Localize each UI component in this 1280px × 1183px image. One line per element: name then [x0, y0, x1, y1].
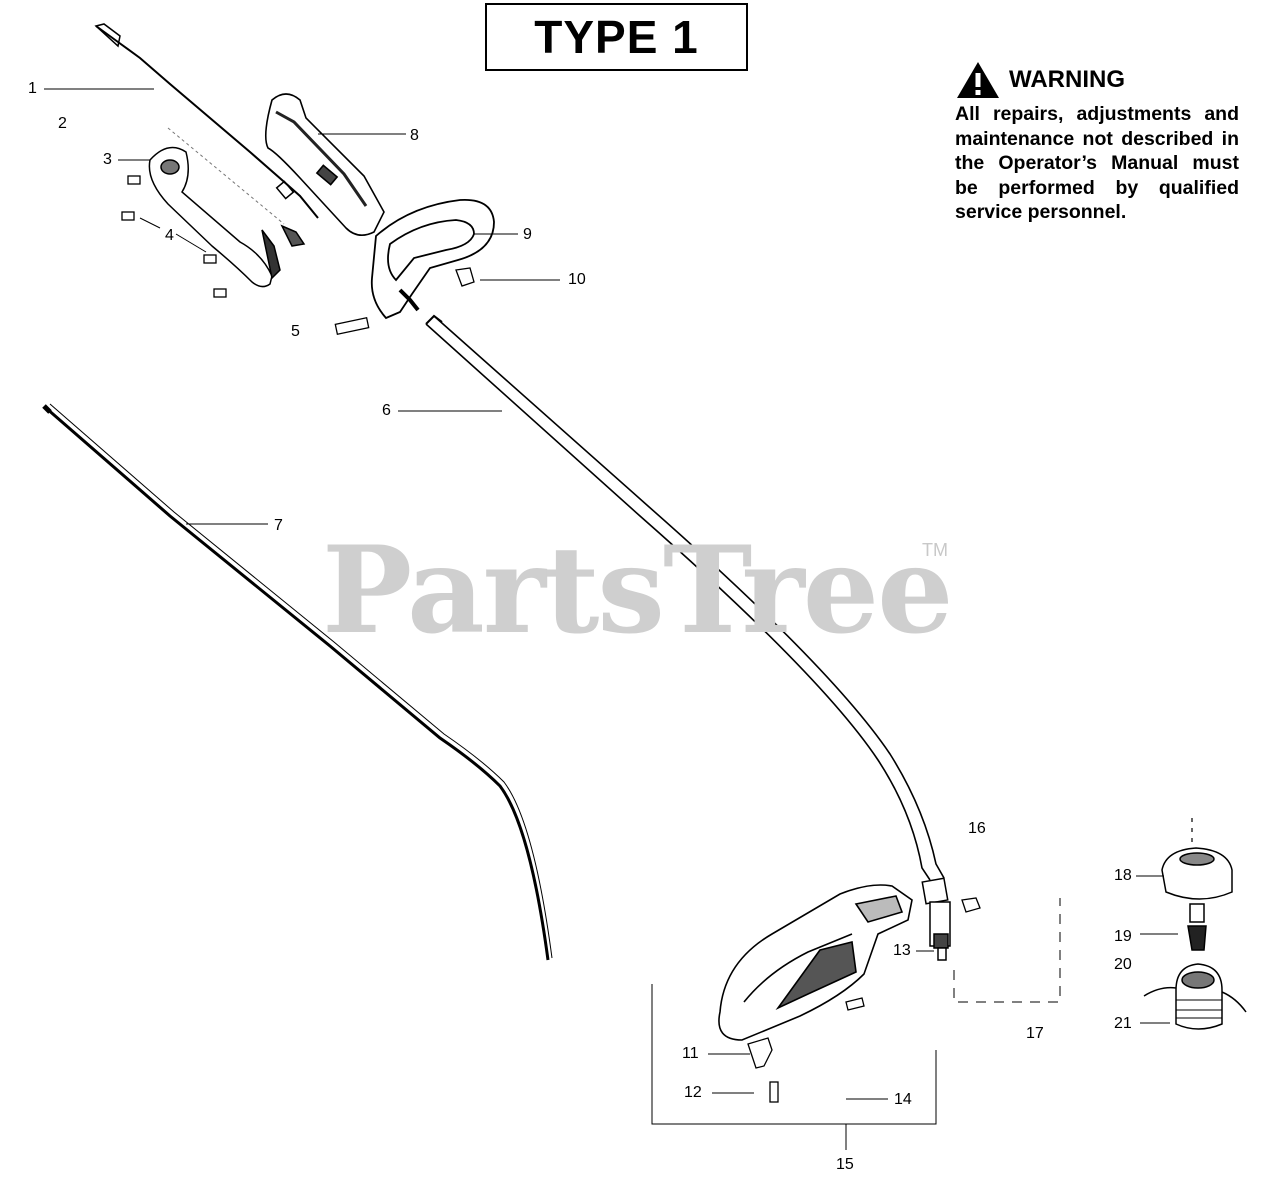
warning-body: All repairs, adjustments and maintenance… — [955, 103, 1239, 223]
drive-cable — [42, 403, 553, 961]
callout-14: 14 — [894, 1091, 912, 1108]
callout-5: 5 — [291, 323, 300, 340]
warning-notice: WARNING All repairs, adjustments and mai… — [955, 60, 1239, 225]
callout-1: 1 — [28, 80, 37, 97]
warning-heading: WARNING — [955, 60, 1239, 100]
callout-7: 7 — [274, 517, 283, 534]
callout-3: 3 — [103, 151, 112, 168]
handle-left-half — [148, 146, 306, 288]
warning-heading-text: WARNING — [1009, 66, 1125, 93]
callout-17: 17 — [1026, 1025, 1044, 1042]
throttle-cable — [94, 23, 319, 219]
watermark-brand: PartsTree — [322, 520, 953, 661]
callout-19: 19 — [1114, 928, 1132, 945]
watermark-trademark: TM — [922, 540, 948, 560]
trimmer-head — [1143, 818, 1247, 1030]
callout-2: 2 — [58, 115, 67, 132]
leader-lines — [44, 88, 1178, 1150]
drive-shaft-tube — [425, 314, 945, 881]
callout-12: 12 — [684, 1084, 702, 1101]
callout-20: 20 — [1114, 956, 1132, 973]
wing-knob — [455, 267, 475, 287]
bolt — [334, 317, 370, 335]
grass-guard — [718, 884, 913, 1041]
callout-16: 16 — [968, 820, 986, 837]
handle-right-half — [264, 93, 385, 236]
warning-triangle-icon — [957, 62, 999, 98]
clamp-bolt — [961, 897, 981, 913]
callout-4: 4 — [165, 227, 174, 244]
callout-9: 9 — [523, 226, 532, 243]
shaft-coupler — [921, 877, 951, 961]
callout-15: 15 — [836, 1156, 854, 1173]
callout-13: 13 — [893, 942, 911, 959]
callout-8: 8 — [410, 127, 419, 144]
handle-screws — [121, 175, 227, 298]
line-cutter — [747, 997, 865, 1103]
callout-21: 21 — [1114, 1015, 1132, 1032]
loop-handle — [370, 199, 495, 320]
callout-10: 10 — [568, 271, 586, 288]
callout-18: 18 — [1114, 867, 1132, 884]
callout-6: 6 — [382, 402, 391, 419]
callout-11: 11 — [682, 1045, 699, 1062]
diagram-title: TYPE 1 — [485, 3, 748, 71]
